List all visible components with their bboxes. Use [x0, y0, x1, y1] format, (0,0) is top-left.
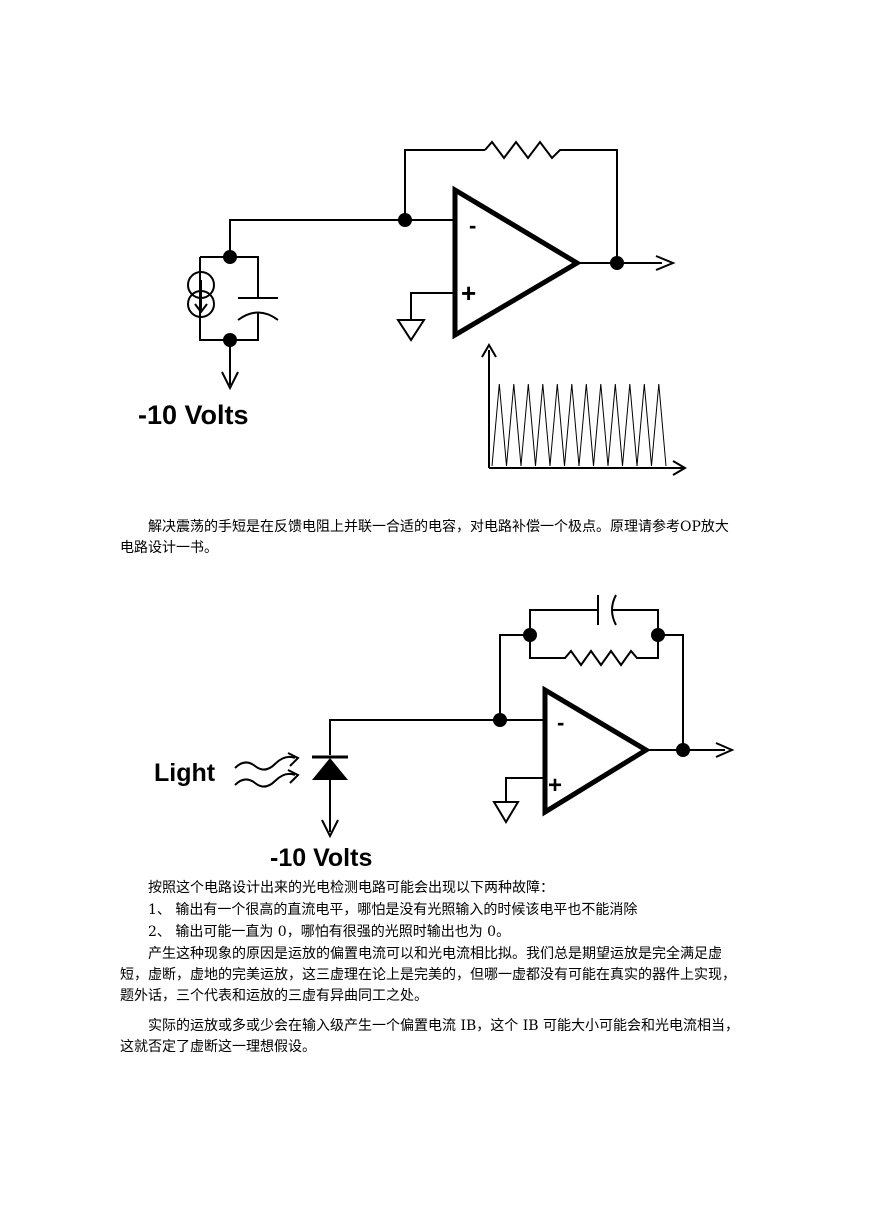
op-amp-2 — [542, 685, 651, 817]
junction-dot — [610, 256, 624, 270]
fault-item-1: 1、 输出有一个很高的直流电平，哪怕是没有光照输入的时候该电平也不能消除 — [148, 902, 638, 918]
output-arrow-icon — [655, 255, 676, 271]
junction-dot — [223, 250, 237, 264]
paragraph-2-intro: 按照这个电路设计出来的光电检测电路可能会出现以下两种故障： — [148, 880, 554, 896]
waveform-y-arrow-icon — [481, 343, 497, 358]
output-arrow-icon — [715, 742, 735, 758]
junction-dot — [493, 713, 507, 727]
feedback-resistor-1 — [484, 140, 618, 263]
feedback-capacitor-plate-right — [611, 594, 617, 626]
photodiode-icon — [312, 758, 348, 780]
waveform-x-arrow-icon — [672, 460, 687, 476]
capacitor-plate-bottom — [237, 311, 279, 321]
light-arrow-icon — [287, 769, 300, 784]
voltage-label-1: -10 Volts — [138, 400, 249, 430]
feedback-wire-2 — [499, 634, 684, 750]
paragraph-4: 实际的运放或多或少会在输入级产生一个偏置电流 IB，这个 IB 可能大小可能会和… — [120, 1018, 739, 1055]
op-amp-1 — [452, 185, 582, 340]
op-amp-minus-sign: - — [469, 213, 476, 238]
ground-wire-1 — [410, 292, 455, 320]
paragraph-3: 产生这种现象的原因是运放的偏置电流可以和光电流相比拟。我们总是期望运放是完全满足… — [120, 946, 736, 1004]
circuit-diagram-2: - + Light -10 Volts — [154, 594, 735, 870]
light-wave-icon — [234, 755, 296, 771]
junction-dot — [398, 213, 412, 227]
ground-wire-2 — [505, 777, 545, 802]
input-wire-2 — [329, 719, 545, 755]
circuit-diagram-1: - + -10 Volts — [138, 140, 687, 476]
feedback-wire-1 — [404, 149, 485, 220]
junction-dot — [651, 628, 665, 642]
current-source-icon — [187, 271, 215, 318]
oscillation-waveform — [491, 383, 667, 467]
light-arrow-icon — [287, 752, 300, 767]
op-amp-plus-sign: + — [548, 772, 562, 799]
down-arrow-icon — [321, 819, 339, 839]
light-wave-icon — [234, 772, 296, 788]
junction-dot — [676, 743, 690, 757]
input-wire-1 — [229, 219, 455, 257]
fault-item-2: 2、 输出可能一直为 0，哪怕有很强的光照时输出也为 0。 — [148, 924, 511, 940]
op-amp-minus-sign: - — [557, 710, 564, 735]
junction-dot — [223, 333, 237, 347]
ground-icon — [396, 319, 426, 342]
voltage-label-2: -10 Volts — [270, 844, 372, 870]
light-label: Light — [154, 759, 216, 787]
junction-dot — [523, 628, 537, 642]
paragraph-1: 解决震荡的手短是在反馈电阻上并联一合适的电容，对电路补偿一个极点。原理请参考OP… — [120, 519, 729, 556]
op-amp-plus-sign: + — [461, 278, 476, 308]
ground-icon — [492, 801, 520, 824]
feedback-capacitor-wire — [529, 609, 659, 635]
down-arrow-icon — [221, 371, 239, 391]
feedback-resistor-2 — [529, 635, 659, 667]
